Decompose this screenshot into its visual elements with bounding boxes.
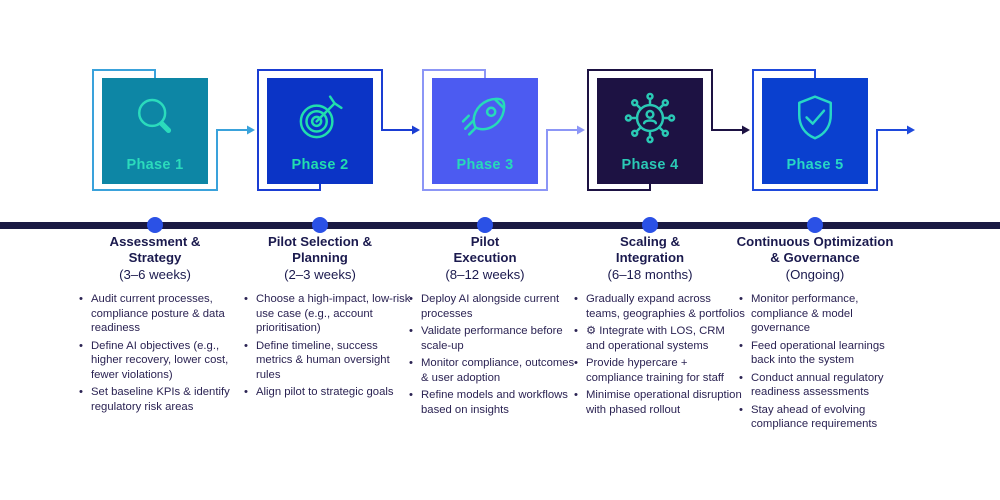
phase-column-5: Continuous Optimization& Governance (Ongo…	[720, 234, 910, 435]
bullet-item: Define AI objectives (e.g., higher recov…	[78, 339, 250, 383]
phase-label: Phase 5	[786, 157, 844, 173]
bullet-item: Feed operational learnings back into the…	[738, 339, 910, 368]
phase-connector	[92, 69, 248, 191]
timeline-dot	[642, 217, 658, 233]
phase-box-1: Phase 1	[102, 78, 208, 184]
phase-connector	[422, 69, 578, 191]
bullet-item: Minimise operational disruption with pha…	[573, 388, 745, 417]
phase-connector-svg	[92, 69, 915, 191]
bullet-item: Monitor performance, compliance & model …	[738, 292, 910, 336]
phase-label: Phase 2	[291, 157, 349, 173]
phase-bullet-list: Monitor performance, compliance & model …	[738, 292, 910, 432]
arrowhead-icon	[412, 125, 420, 135]
phase-connector	[587, 69, 743, 191]
arrowhead-icon	[247, 125, 255, 135]
bullet-item: Validate performance before scale-up	[408, 324, 580, 353]
phase-title: Pilot	[470, 234, 500, 249]
arrowhead-icon	[742, 125, 750, 135]
bullet-item: ⚙ Integrate with LOS, CRM and operationa…	[573, 324, 745, 353]
phase-column-2: Pilot Selection &Planning (2–3 weeks) Choo…	[225, 234, 415, 403]
bullet-item: Set baseline KPIs & identify regulatory …	[78, 385, 250, 414]
phase-title: Strategy	[128, 250, 182, 265]
phase-bullet-list: Audit current processes, compliance post…	[78, 292, 250, 414]
arrowhead-icon	[907, 125, 915, 135]
phase-column-4: Scaling &Integration (6–18 months) Gradual…	[555, 234, 745, 420]
phase-box-3: Phase 3	[432, 78, 538, 184]
phase-title: Scaling &	[619, 234, 681, 249]
phase-bullet-list: Deploy AI alongside current processesVal…	[408, 292, 580, 417]
phase-duration: (8–12 weeks)	[445, 267, 525, 282]
phase-label: Phase 3	[456, 157, 514, 173]
bullet-item: Stay ahead of evolving compliance requir…	[738, 403, 910, 432]
phase-bullet-list: Gradually expand across teams, geographi…	[573, 292, 745, 417]
bullet-item: Monitor compliance, outcomes & user adop…	[408, 356, 580, 385]
target-icon	[293, 91, 347, 145]
network-user-icon	[623, 91, 677, 145]
rocket-icon	[458, 91, 512, 145]
phase-title: Integration	[615, 250, 685, 265]
phase-duration: (3–6 weeks)	[119, 267, 191, 282]
phase-title: Execution	[453, 250, 517, 265]
phase-connector	[257, 69, 413, 191]
phase-duration: (Ongoing)	[785, 267, 845, 282]
phase-connector	[752, 69, 908, 191]
bullet-item: Provide hypercare + compliance training …	[573, 356, 745, 385]
bullet-item: Audit current processes, compliance post…	[78, 292, 250, 336]
phase-title: Continuous Optimization	[736, 234, 894, 249]
magnifier-icon	[128, 91, 182, 145]
shield-check-icon	[788, 91, 842, 145]
phase-box-2: Phase 2	[267, 78, 373, 184]
timeline-bar	[0, 222, 1000, 229]
phase-title: Pilot Selection &	[267, 234, 373, 249]
timeline-dot	[147, 217, 163, 233]
bullet-item: Define timeline, success metrics & human…	[243, 339, 415, 383]
phase-bullet-list: Choose a high-impact, low-risk use case …	[243, 292, 415, 400]
bullet-item: Gradually expand across teams, geographi…	[573, 292, 745, 321]
timeline-dot	[807, 217, 823, 233]
bullet-item: Deploy AI alongside current processes	[408, 292, 580, 321]
phase-duration: (6–18 months)	[607, 267, 693, 282]
phase-box-5: Phase 5	[762, 78, 868, 184]
bullet-item: Conduct annual regulatory readiness asse…	[738, 371, 910, 400]
timeline-dot	[312, 217, 328, 233]
phase-title: & Governance	[770, 250, 860, 265]
phase-column-1: Assessment &Strategy (3–6 weeks) Audit cur…	[60, 234, 250, 417]
phase-title: Planning	[292, 250, 348, 265]
phase-label: Phase 1	[126, 157, 184, 173]
bullet-item: Align pilot to strategic goals	[243, 385, 415, 400]
timeline-dot	[477, 217, 493, 233]
phase-title: Assessment &	[109, 234, 201, 249]
phase-duration: (2–3 weeks)	[284, 267, 356, 282]
arrowhead-icon	[577, 125, 585, 135]
phase-label: Phase 4	[621, 157, 679, 173]
phase-box-4: Phase 4	[597, 78, 703, 184]
bullet-item: Refine models and workflows based on ins…	[408, 388, 580, 417]
bullet-item: Choose a high-impact, low-risk use case …	[243, 292, 415, 336]
